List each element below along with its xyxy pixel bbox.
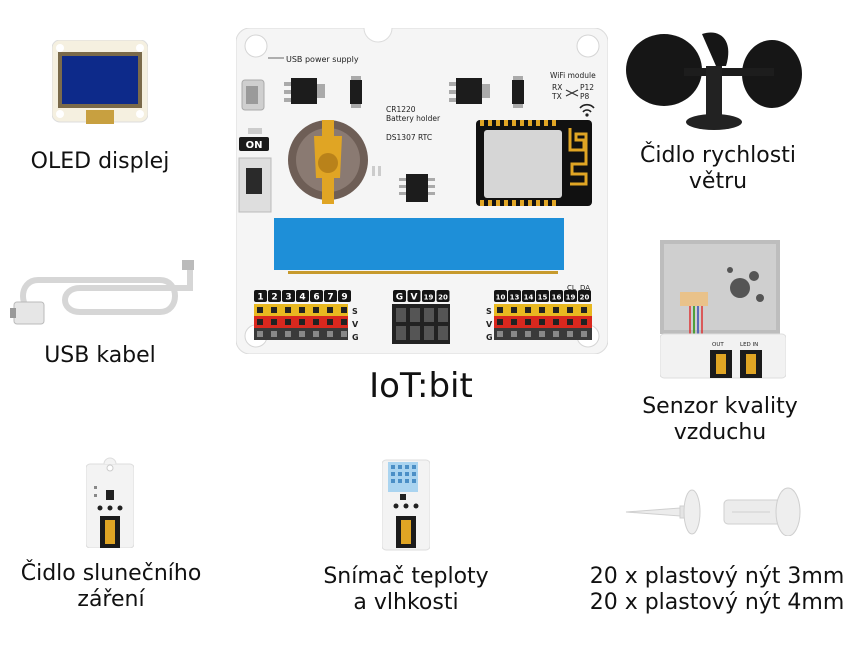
- left-pin-label: 2: [271, 293, 277, 303]
- row-g-right: G: [486, 333, 493, 342]
- right-pin-label: 16: [552, 294, 562, 302]
- right-badge-bg: [536, 290, 549, 302]
- left-badge-bg: [282, 290, 295, 302]
- usb-cable: [10, 250, 200, 340]
- right-badge-bg: [564, 290, 577, 302]
- da-label: DA: [580, 284, 590, 292]
- right-badge-bg: [508, 290, 521, 302]
- mid-pin-label: G: [396, 293, 403, 303]
- air-label-1: Senzor kvality: [642, 394, 798, 419]
- wind-sensor: [624, 26, 804, 136]
- sun-label-2: záření: [77, 587, 145, 612]
- p8-label: P8: [580, 92, 590, 101]
- right-pin-badges: 10 13 14 15 16 19 20: [494, 290, 591, 302]
- right-badge-bg: [578, 290, 591, 302]
- temp-label-2: a vlhkosti: [353, 590, 459, 615]
- cl-label: CL: [567, 284, 576, 292]
- row-s-left: S: [352, 307, 358, 316]
- usb-power-label: USB power supply: [286, 55, 359, 64]
- air-label-2: vzduchu: [673, 420, 767, 445]
- left-pin-label: 7: [327, 293, 333, 303]
- left-pin-label: 1: [257, 293, 263, 303]
- rivets-graphic: [625, 487, 801, 537]
- usb-label: USB kabel: [44, 343, 156, 368]
- battery-label-2: Battery holder: [386, 114, 441, 123]
- tx-label: TX: [551, 92, 562, 101]
- mid-badge-bg: [393, 290, 406, 302]
- right-pin-label: 10: [496, 294, 506, 302]
- row-v-left: V: [352, 320, 359, 329]
- right-badge-bg: [494, 290, 507, 302]
- temp-humidity-sensor: [381, 456, 431, 552]
- wind-sensor-graphic: [626, 32, 802, 130]
- row-s-right: S: [486, 307, 492, 316]
- led-in-label: LED IN: [740, 342, 758, 348]
- sun-sensor-graphic: [85, 457, 135, 549]
- wind-label-2: větru: [688, 169, 748, 194]
- oled-label: OLED displej: [30, 149, 170, 174]
- mid-badge-bg: [436, 290, 450, 302]
- air-quality-sensor: OUT LED IN: [659, 240, 787, 380]
- left-pin-label: 4: [299, 293, 305, 303]
- rx-label: RX: [552, 83, 562, 92]
- right-pin-label: 13: [510, 294, 520, 302]
- left-badge-bg: [310, 290, 323, 302]
- mid-pin-label: V: [411, 293, 418, 303]
- plastic-rivets: [620, 486, 810, 537]
- mid-pin-label: 19: [424, 294, 434, 302]
- board-title: IoT:bit: [369, 366, 473, 406]
- air-quality-graphic: OUT LED IN: [659, 240, 787, 379]
- right-badge-bg: [522, 290, 535, 302]
- left-pin-label: 6: [313, 293, 319, 303]
- oled-graphic: [51, 39, 149, 124]
- rtc-label: DS1307 RTC: [386, 133, 432, 142]
- row-g-left: G: [352, 333, 359, 342]
- row-v-right: V: [486, 320, 493, 329]
- usb-cable-graphic: [10, 260, 194, 325]
- left-badge-bg: [254, 290, 267, 302]
- left-pin-label: 3: [285, 293, 291, 303]
- rivets-label-1: 20 x plastový nýt 3mm: [589, 564, 845, 589]
- oled-display: [51, 39, 149, 132]
- left-badge-bg: [338, 290, 351, 302]
- mid-pin-label: 20: [438, 294, 448, 302]
- battery-label-1: CR1220: [386, 105, 416, 114]
- right-pin-label: 19: [566, 294, 576, 302]
- sun-sensor: [85, 456, 135, 549]
- out-label: OUT: [712, 342, 724, 348]
- temp-humidity-graphic: [381, 459, 431, 551]
- left-badge-bg: [268, 290, 281, 302]
- wifi-module-label: WiFi module: [550, 71, 596, 80]
- right-badge-bg: [550, 290, 563, 302]
- left-pin-label: 9: [341, 293, 347, 303]
- on-label: ON: [246, 140, 263, 151]
- mid-badge-bg: [407, 290, 421, 302]
- wind-label-1: Čidlo rychlosti: [640, 143, 796, 168]
- sun-label-1: Čidlo slunečního: [20, 561, 202, 586]
- rivets-label-2: 20 x plastový nýt 4mm: [589, 590, 845, 615]
- left-badge-bg: [296, 290, 309, 302]
- left-badge-bg: [324, 290, 337, 302]
- right-pin-label: 15: [538, 294, 548, 302]
- mid-badge-bg: [422, 290, 435, 302]
- temp-label-1: Snímač teploty: [323, 564, 489, 589]
- right-pin-label: 14: [524, 294, 534, 302]
- right-pin-label: 20: [580, 294, 590, 302]
- p12-label: P12: [580, 83, 594, 92]
